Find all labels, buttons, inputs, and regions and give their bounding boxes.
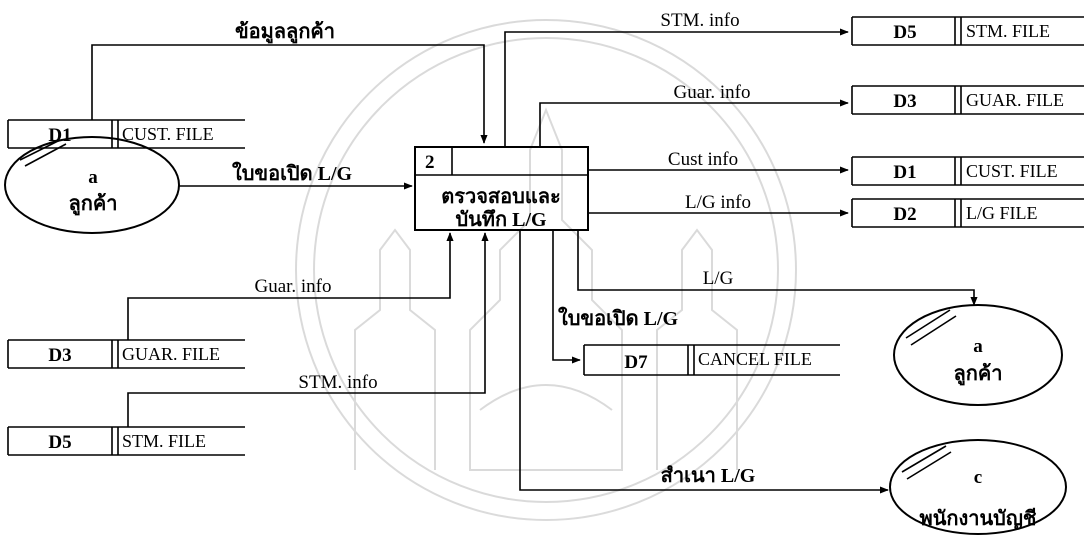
store-name: GUAR. FILE bbox=[966, 90, 1064, 110]
store-name: CUST. FILE bbox=[966, 161, 1058, 181]
store-d3-left: D3 GUAR. FILE bbox=[8, 340, 245, 368]
store-d1-right: D1 CUST. FILE bbox=[852, 157, 1084, 185]
store-name: L/G FILE bbox=[966, 203, 1038, 223]
entity-id: a bbox=[88, 167, 98, 188]
entity-id: a bbox=[973, 336, 983, 357]
store-name: STM. FILE bbox=[966, 21, 1050, 41]
entity-name: ลูกค้า bbox=[954, 362, 1003, 387]
flow-lg-info-label: L/G info bbox=[685, 192, 751, 213]
store-name: GUAR. FILE bbox=[122, 344, 220, 364]
flow-open-request-out-line bbox=[553, 230, 580, 360]
store-id: D5 bbox=[893, 22, 916, 43]
flow-stm-in-line bbox=[128, 233, 485, 427]
flow-open-request-label: ใบขอเปิด L/G bbox=[232, 161, 353, 185]
store-name: STM. FILE bbox=[122, 431, 206, 451]
entity-accountant: c พนักงานบัญชี bbox=[890, 440, 1066, 534]
entity-customer-left: a ลูกค้า bbox=[5, 137, 179, 233]
store-id: D1 bbox=[893, 162, 916, 183]
flow-guar-out-label: Guar. info bbox=[673, 82, 750, 103]
store-name: CUST. FILE bbox=[122, 124, 214, 144]
entity-customer-right: a ลูกค้า bbox=[894, 305, 1062, 405]
store-d5-left: D5 STM. FILE bbox=[8, 427, 245, 455]
entity-name: พนักงานบัญชี bbox=[920, 507, 1037, 530]
flow-lg-copy-label: สำเนา L/G bbox=[661, 465, 756, 487]
flow-stm-in-label: STM. info bbox=[298, 372, 377, 393]
flow-stm-out-label: STM. info bbox=[660, 10, 739, 31]
process-name-line1: ตรวจสอบและ bbox=[441, 186, 560, 208]
entity-id: c bbox=[974, 467, 982, 488]
store-d1-left: D1 CUST. FILE bbox=[8, 120, 245, 148]
store-id: D2 bbox=[893, 204, 916, 225]
process-number: 2 bbox=[425, 152, 435, 173]
store-id: D3 bbox=[893, 91, 916, 112]
store-d2-right: D2 L/G FILE bbox=[852, 199, 1084, 227]
flow-guar-out-line bbox=[540, 103, 848, 147]
flow-cust-data-label: ข้อมูลลูกค้า bbox=[235, 20, 335, 45]
flow-open-request-out-label: ใบขอเปิด L/G bbox=[558, 306, 679, 330]
process-name-line2: บันทึก L/G bbox=[455, 209, 547, 231]
flow-lines bbox=[92, 32, 974, 490]
store-d5-right: D5 STM. FILE bbox=[852, 17, 1084, 45]
entity-name: ลูกค้า bbox=[69, 192, 118, 217]
store-id: D3 bbox=[48, 345, 71, 366]
store-id: D7 bbox=[624, 352, 648, 373]
store-name: CANCEL FILE bbox=[698, 349, 812, 369]
store-d3-right: D3 GUAR. FILE bbox=[852, 86, 1084, 114]
flow-lg-label: L/G bbox=[703, 268, 734, 289]
store-id: D5 bbox=[48, 432, 71, 453]
flow-cust-out-label: Cust info bbox=[668, 149, 738, 170]
flow-guar-in-label: Guar. info bbox=[254, 276, 331, 297]
